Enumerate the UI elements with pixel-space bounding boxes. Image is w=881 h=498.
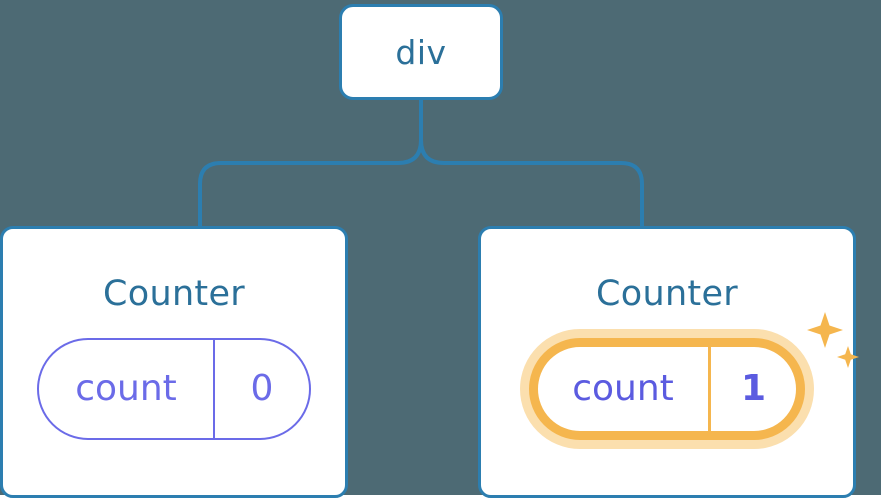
- sparkles-icon: [807, 312, 859, 368]
- state-pill-left[interactable]: count 0: [37, 338, 311, 440]
- state-key-right: count: [572, 368, 674, 409]
- node-counter-left-title: Counter: [103, 274, 245, 314]
- node-counter-right[interactable]: Counter count 1: [478, 226, 859, 498]
- connector-to-right-counter: [419, 98, 644, 229]
- state-pill-wrapper-left: count 0: [37, 338, 311, 440]
- node-counter-right-title: Counter: [596, 274, 738, 314]
- state-pill-right[interactable]: count 1: [529, 338, 805, 440]
- node-div[interactable]: div: [339, 4, 503, 100]
- node-div-label: div: [395, 32, 447, 72]
- state-value-right: 1: [708, 347, 796, 431]
- connector-to-left-counter: [198, 98, 423, 229]
- state-value-left: 0: [213, 340, 309, 438]
- state-pill-wrapper-right: count 1: [529, 312, 859, 440]
- node-counter-left[interactable]: Counter count 0: [0, 226, 348, 498]
- state-key-left: count: [75, 368, 177, 409]
